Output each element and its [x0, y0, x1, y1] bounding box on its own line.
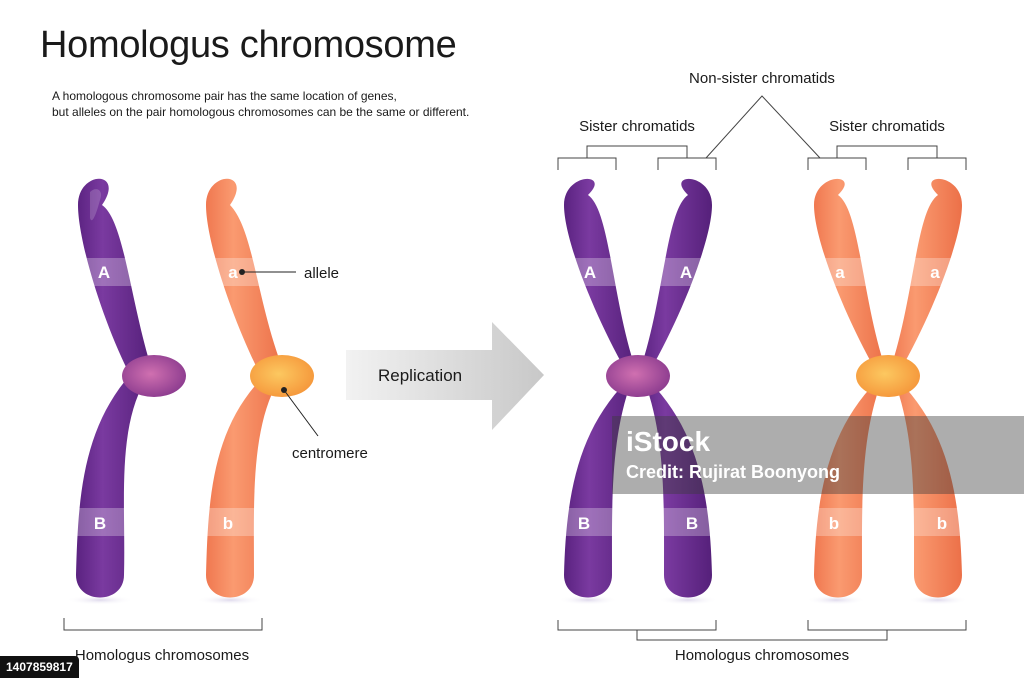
watermark-credit: Credit: Rujirat Boonyong [626, 462, 840, 482]
allele-a-label: a [228, 263, 238, 282]
left-group-bracket: Homologus chromosomes [63, 618, 263, 664]
allele-B-label: B [94, 514, 106, 533]
description-line-1: A homologous chromosome pair has the sam… [52, 89, 397, 103]
istock-logo: iStock [626, 426, 711, 457]
stock-id-badge: 1407859817 [0, 656, 79, 678]
description: A homologous chromosome pair has the sam… [52, 88, 572, 120]
sister-chromatids-right-label: Sister chromatids [829, 118, 945, 135]
right-purple-chromosome: A A B B [558, 178, 718, 605]
allele-b-label: b [223, 514, 233, 533]
sister-chromatids-left-bracket: Sister chromatids [557, 118, 717, 170]
right-group-bracket: Homologus chromosomes [557, 620, 967, 664]
sister-chromatids-right-bracket: Sister chromatids [807, 118, 967, 170]
non-sister-chromatids-label: Non-sister chromatids [689, 70, 835, 87]
allele-b-right: b [937, 514, 947, 533]
right-orange-chromosome: a a b b [806, 178, 968, 605]
allele-A-left: A [584, 263, 596, 282]
sister-chromatids-left-label: Sister chromatids [579, 118, 695, 135]
allele-b-left: b [829, 514, 839, 533]
replication-arrow: Replication [346, 322, 544, 430]
allele-a-right: a [930, 263, 940, 282]
left-orange-chromosome: a b [196, 178, 314, 605]
page-title: Homologus chromosome [40, 24, 457, 66]
non-sister-chromatids-pointer: Non-sister chromatids [689, 70, 835, 159]
left-group-label: Homologus chromosomes [75, 647, 249, 664]
description-line-2: but alleles on the pair homologous chrom… [52, 105, 470, 119]
replication-label: Replication [378, 366, 462, 385]
allele-A-label: A [98, 263, 110, 282]
allele-callout: allele [304, 265, 339, 282]
centromere-pointer: centromere [281, 387, 368, 462]
watermark-band [612, 416, 1024, 494]
allele-B-right: B [686, 514, 698, 533]
right-group-label: Homologus chromosomes [675, 647, 849, 664]
allele-a-left: a [835, 263, 845, 282]
allele-B-left: B [578, 514, 590, 533]
allele-A-right: A [680, 263, 692, 282]
allele-pointer: allele [239, 265, 339, 282]
centromere-callout: centromere [292, 445, 368, 462]
left-purple-chromosome: A B [66, 178, 186, 605]
